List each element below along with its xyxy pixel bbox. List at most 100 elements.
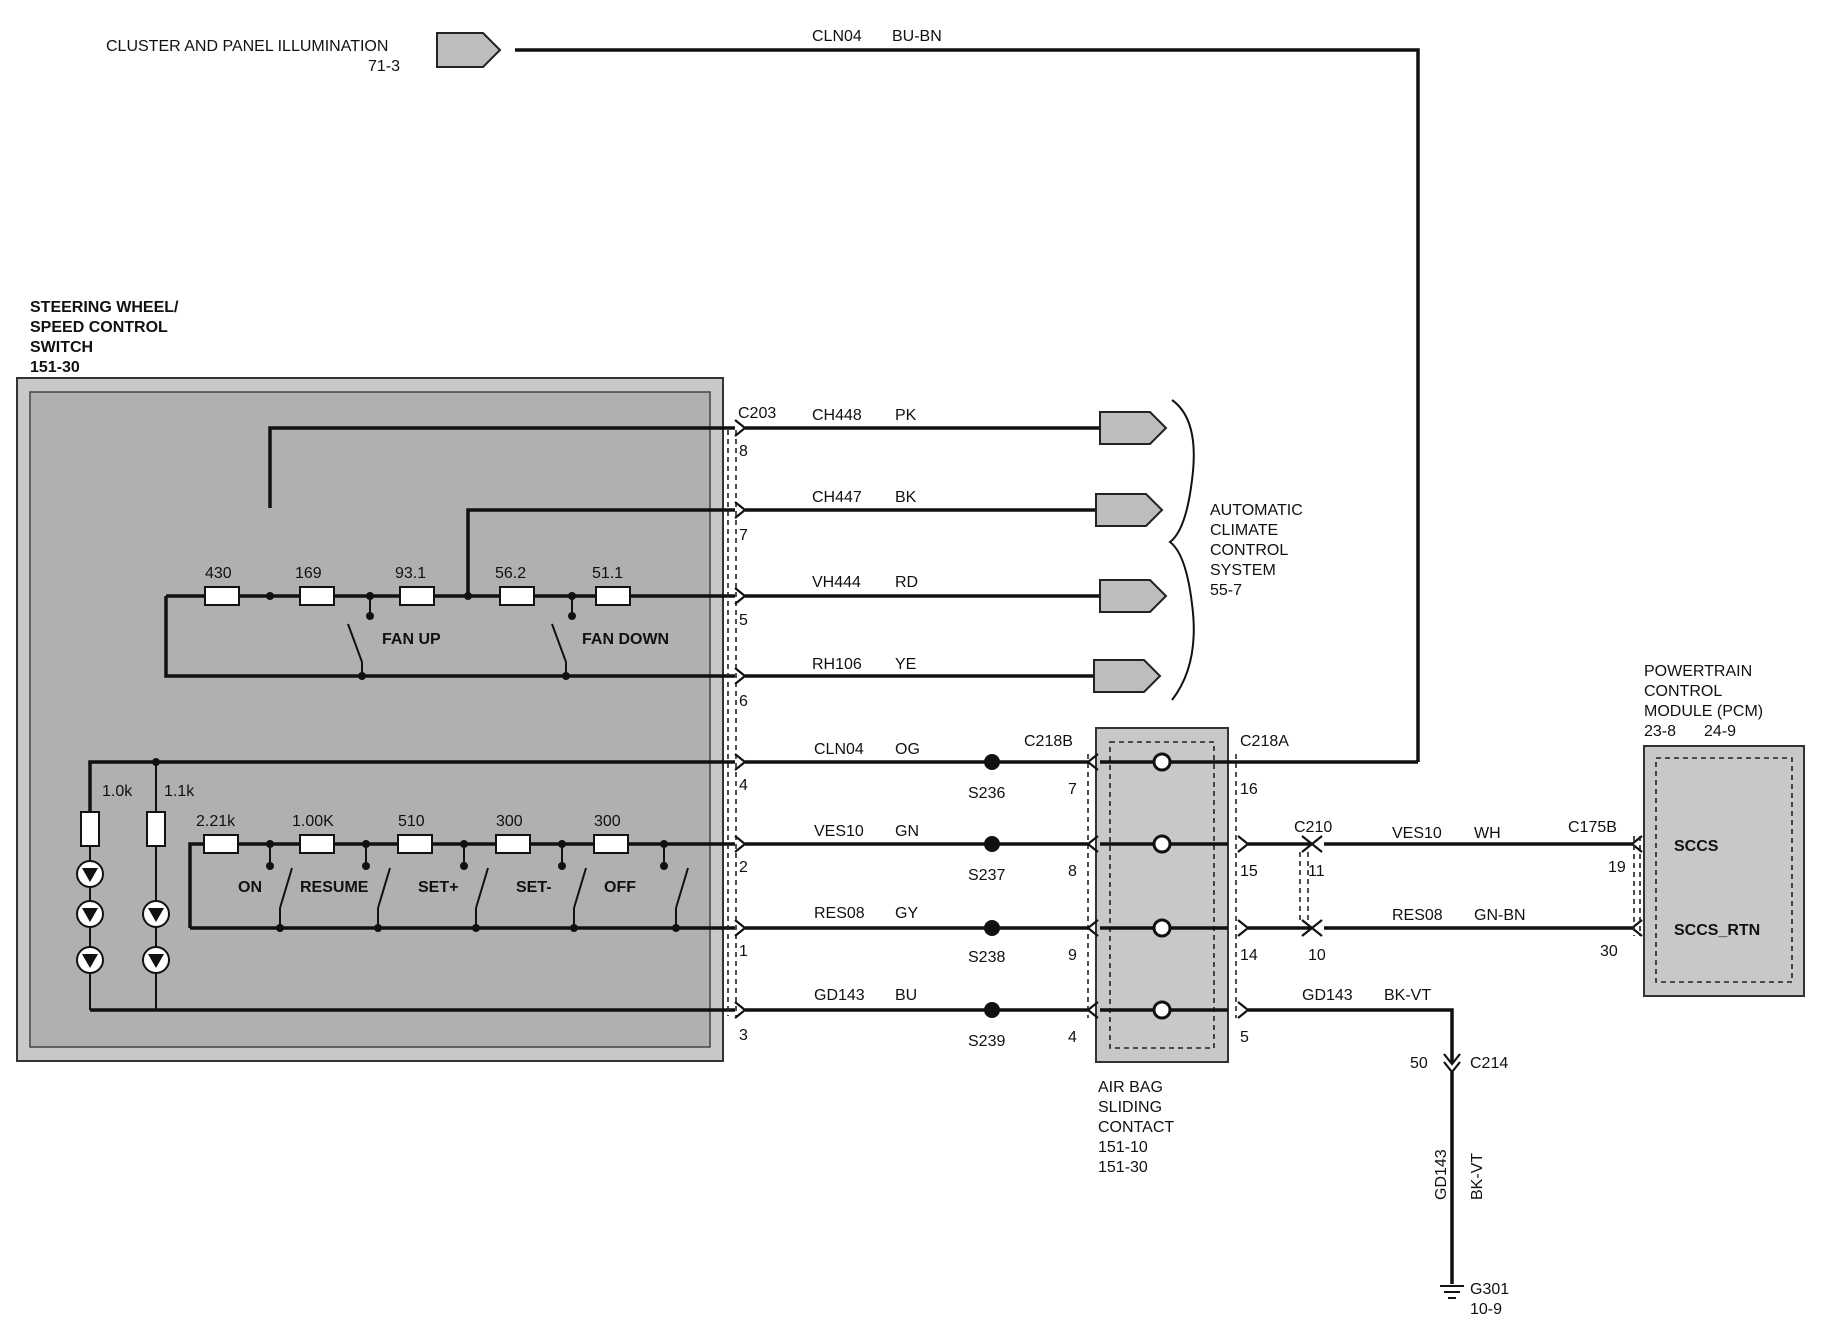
airbag-inner-dashed	[1109, 741, 1215, 1049]
c175b-label: C175B	[1568, 819, 1617, 836]
fan-down-label: FAN DOWN	[582, 631, 669, 648]
ch447-connector-flag	[1095, 493, 1164, 527]
ch448-color: PK	[895, 407, 917, 424]
airbag-ref-2: 151-30	[1098, 1159, 1148, 1176]
c210-pin-10: 10	[1308, 947, 1326, 964]
speed-resistor-4	[495, 834, 531, 854]
wire-ves10-internal	[188, 842, 735, 928]
fan-resistor-4	[499, 586, 535, 606]
speed-resistor-4-label: 300	[496, 813, 523, 830]
speed-switches	[266, 844, 689, 932]
pcm-ref-2: 24-9	[1704, 723, 1736, 740]
fan-resistor-2	[299, 586, 335, 606]
speed-resistor-5-label: 300	[594, 813, 621, 830]
gd143-color: BU	[895, 987, 917, 1004]
c210-dashed	[1299, 852, 1309, 920]
climate-line-4: SYSTEM	[1210, 562, 1276, 579]
illumination-ref: 71-3	[368, 58, 400, 75]
c210-pin-11: 11	[1308, 863, 1325, 880]
wire-gd143-to-c214	[1248, 1008, 1454, 1062]
pcm-line-2: CONTROL	[1644, 683, 1722, 700]
pcm-pin-30: 30	[1600, 943, 1618, 960]
lamp-resistor-1-label: 1.0k	[102, 783, 133, 800]
res08-color: GY	[895, 905, 918, 922]
c218a-pin-14: 14	[1240, 947, 1258, 964]
pcm-line-1: POWERTRAIN	[1644, 663, 1752, 680]
illumination-connector-flag	[436, 32, 502, 68]
switch-title-2: SPEED CONTROL	[30, 319, 168, 336]
c218b-pin-4: 4	[1068, 1029, 1077, 1046]
ves10-color: GN	[895, 823, 919, 840]
fan-resistor-5-label: 51.1	[592, 565, 623, 582]
c210-label: C210	[1294, 819, 1332, 836]
splice-s238	[984, 920, 1000, 936]
climate-ref: 55-7	[1210, 582, 1242, 599]
splice-s236	[984, 754, 1000, 770]
wire-cln04-illumination	[515, 48, 1420, 762]
wire-rh106-internal	[164, 596, 735, 678]
pcm-pin-sccs: SCCS	[1674, 838, 1719, 855]
ch447-color: BK	[895, 489, 917, 506]
rh106-circuit: RH106	[812, 656, 862, 673]
gd143-pin: 3	[739, 1027, 748, 1044]
airbag-ref-1: 151-10	[1098, 1139, 1148, 1156]
speed-switch-setplus-label: SET+	[418, 879, 458, 896]
speed-switch-resume-label: RESUME	[300, 879, 369, 896]
fan-resistor-1-label: 430	[205, 565, 232, 582]
vh444-color: RD	[895, 574, 918, 591]
led-icons	[76, 860, 170, 974]
speed-resistor-1-label: 2.21k	[196, 813, 236, 830]
lamp-resistor-1	[80, 811, 100, 847]
climate-line-2: CLIMATE	[1210, 522, 1278, 539]
speed-resistor-5	[593, 834, 629, 854]
speed-switch-setminus-label: SET-	[516, 879, 552, 896]
rh106-color: YE	[895, 656, 916, 673]
ves10-circuit: VES10	[814, 823, 864, 840]
c218a-label: C218A	[1240, 733, 1289, 750]
ch448-pin: 8	[739, 443, 748, 460]
gd143-ground-color: BK-VT	[1384, 987, 1431, 1004]
illumination-color: BU-BN	[892, 28, 942, 45]
s237-label: S237	[968, 867, 1005, 884]
c214-label: C214	[1470, 1055, 1508, 1072]
c210-arrowheads	[1301, 835, 1323, 937]
cln04-color: OG	[895, 741, 920, 758]
speed-resistor-3-label: 510	[398, 813, 425, 830]
c218b-pin-7: 7	[1068, 781, 1077, 798]
rh106-pin: 6	[739, 693, 748, 710]
airbag-contact-4	[1152, 1000, 1172, 1020]
airbag-contact-2	[1152, 834, 1172, 854]
s236-label: S236	[968, 785, 1005, 802]
airbag-line-2: SLIDING	[1098, 1099, 1162, 1116]
lamp-resistor-2-label: 1.1k	[164, 783, 195, 800]
vh444-pin: 5	[739, 612, 748, 629]
gd143-circuit: GD143	[814, 987, 865, 1004]
airbag-contact-1	[1152, 752, 1172, 772]
lamp-resistor-2	[146, 811, 166, 847]
pcm-connector-dashed	[1633, 836, 1641, 936]
pcm-arrowheads	[1630, 835, 1643, 937]
cln04-pin: 4	[739, 777, 748, 794]
ch447-pin: 7	[739, 527, 748, 544]
airbag-line-1: AIR BAG	[1098, 1079, 1163, 1096]
switch-title-3: SWITCH	[30, 339, 93, 356]
illumination-circuit: CLN04	[812, 28, 862, 45]
gd143-ground-circuit: GD143	[1302, 987, 1353, 1004]
fan-resistor-2-label: 169	[295, 565, 322, 582]
switch-module-inner	[29, 391, 711, 1048]
speed-switch-on-label: ON	[238, 879, 262, 896]
pcm-pin-sccs-rtn: SCCS_RTN	[1674, 922, 1760, 939]
wire-ch447-internal	[466, 508, 735, 596]
pcm-ref-1: 23-8	[1644, 723, 1676, 740]
ch448-circuit: CH448	[812, 407, 862, 424]
pcm-line-3: MODULE (PCM)	[1644, 703, 1763, 720]
climate-line-3: CONTROL	[1210, 542, 1288, 559]
speed-switch-off-label: OFF	[604, 879, 636, 896]
speed-resistor-2-label: 1.00K	[292, 813, 334, 830]
c218a-pin-5: 5	[1240, 1029, 1249, 1046]
splice-s237	[984, 836, 1000, 852]
fan-resistor-5	[595, 586, 631, 606]
res08-pcm-circuit: RES08	[1392, 907, 1443, 924]
fan-resistor-3-label: 93.1	[395, 565, 426, 582]
